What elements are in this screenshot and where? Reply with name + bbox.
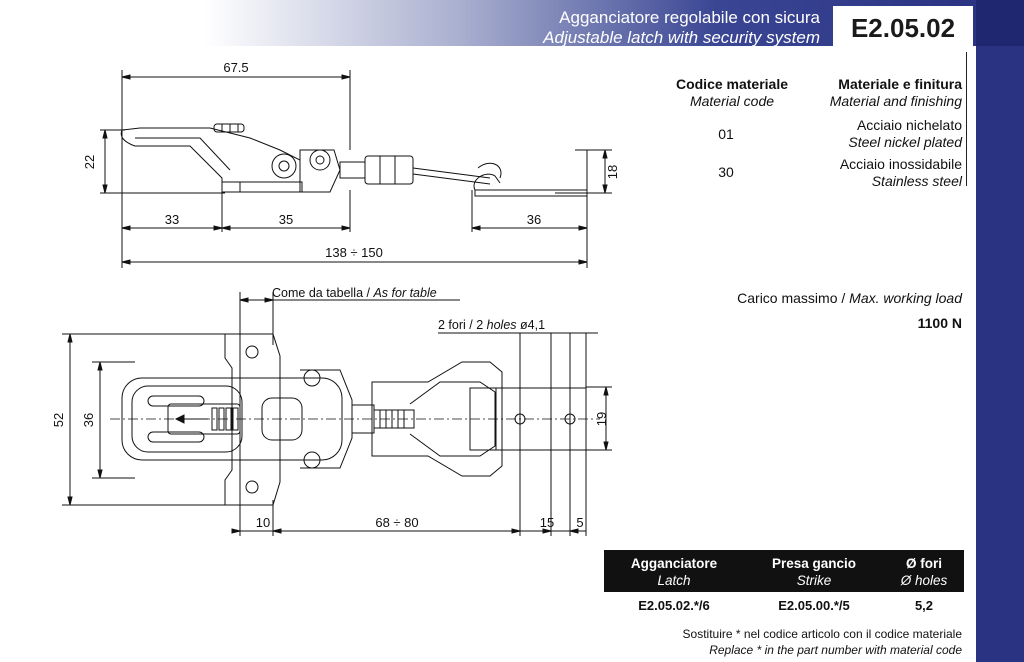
side-view: 67.5 22 18 33 35 36 138 ÷ 150: [82, 60, 620, 268]
dim-22: 22: [82, 155, 97, 169]
col-holes-it: Ø fori: [906, 556, 942, 571]
title-italian: Agganciatore regolabile con sicura: [559, 8, 820, 27]
top-view: Come da tabella / As for table 2 fori / …: [51, 286, 612, 536]
product-code: E2.05.02: [833, 6, 973, 50]
dim-52: 52: [51, 413, 66, 427]
dim-18: 18: [605, 165, 620, 179]
col-strike-it: Presa gancio: [771, 556, 857, 571]
footnote-italian: Sostituire * nel codice articolo con il …: [682, 627, 962, 641]
dim-36-top: 36: [81, 413, 96, 427]
col-latch-en: Latch: [657, 573, 691, 588]
material-name-01-en: Steel nickel plated: [848, 134, 962, 150]
material-name-01-it: Acciaio nichelato: [856, 117, 962, 133]
col-holes-en: Ø holes: [900, 573, 948, 588]
material-code-header-it: Codice materiale: [675, 76, 789, 92]
material-code-01: 01: [718, 126, 734, 142]
title-english: Adjustable latch with security system: [543, 28, 820, 47]
divider-line: [966, 52, 967, 186]
dim-15: 15: [540, 515, 554, 530]
dim-35: 35: [279, 212, 293, 227]
footnote-english: Replace * in the part number with materi…: [709, 643, 962, 657]
max-load-label: Carico massimo / Max. working load: [737, 290, 962, 306]
material-code-header-en: Material code: [689, 93, 775, 109]
col-strike-en: Strike: [796, 573, 832, 588]
dim-67-5: 67.5: [223, 60, 248, 75]
cell-latch-code: E2.05.02.*/6: [638, 598, 710, 613]
parts-table-header: Agganciatore Latch Presa gancio Strike Ø…: [604, 550, 964, 592]
col-latch-it: Agganciatore: [630, 556, 718, 571]
note-holes: 2 fori / 2 holes ø4,1: [438, 318, 545, 332]
max-load-value: 1100 N: [917, 315, 962, 331]
material-name-30-it: Acciaio inossidabile: [839, 156, 962, 172]
material-code-30: 30: [718, 164, 734, 180]
dim-10: 10: [256, 515, 270, 530]
side-stripe-cap: [976, 0, 1024, 46]
material-name-30-en: Stainless steel: [871, 173, 962, 189]
side-stripe: [976, 0, 1024, 662]
cell-hole-diameter: 5,2: [914, 598, 934, 613]
dim-138-150: 138 ÷ 150: [325, 245, 383, 260]
material-finish-header-en: Material and finishing: [829, 93, 962, 109]
dim-19: 19: [594, 412, 609, 426]
dim-36-side: 36: [527, 212, 541, 227]
cell-strike-code: E2.05.00.*/5: [778, 598, 850, 613]
dim-68-80: 68 ÷ 80: [375, 515, 418, 530]
note-as-for-table: Come da tabella / As for table: [272, 286, 437, 300]
material-finish-header-it: Materiale e finitura: [838, 76, 962, 92]
dim-33: 33: [165, 212, 179, 227]
dim-5: 5: [576, 515, 583, 530]
